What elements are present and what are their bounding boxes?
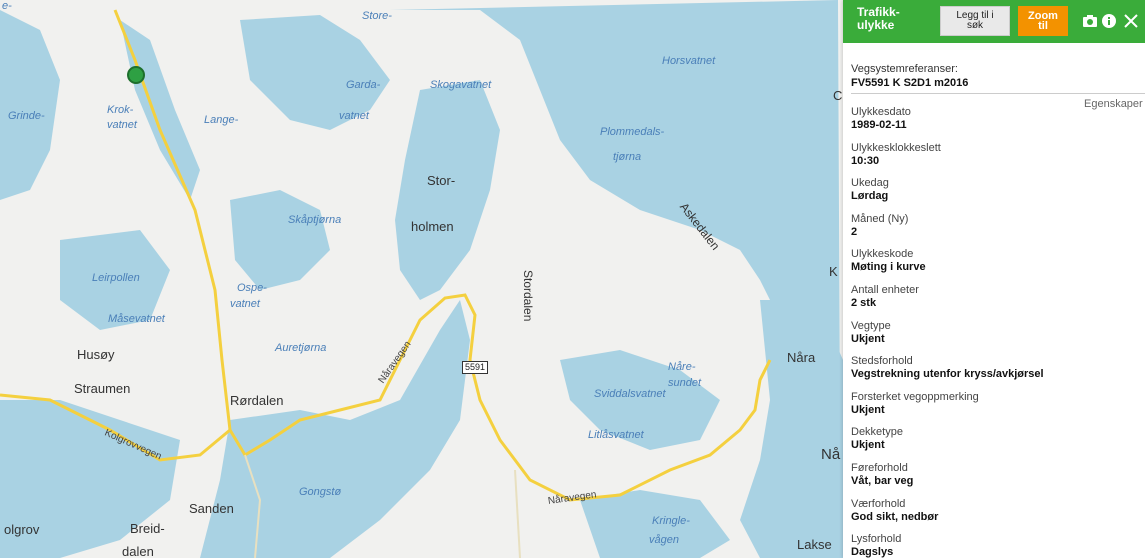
water-label: Sviddalsvatnet	[594, 388, 666, 400]
divider	[851, 93, 1145, 94]
vegsystem-label: Vegsystemreferanser:	[851, 63, 958, 75]
water-label: Plommedals-	[600, 126, 665, 138]
property-value: Lørdag	[851, 190, 889, 203]
place-label: Breid-	[130, 521, 165, 536]
camera-icon[interactable]	[1081, 12, 1099, 30]
water-label: Gongstø	[299, 486, 342, 498]
feature-panel: Trafikk- ulykke Legg til i søk Zoom til …	[843, 0, 1145, 558]
water-label: Ospe-	[237, 282, 267, 294]
water-label: Måsevatnet	[108, 313, 165, 325]
property-value: Vegstrekning utenfor kryss/avkjørsel	[851, 368, 1044, 381]
property-value: Ukjent	[851, 403, 885, 416]
property-value: 2	[851, 225, 858, 238]
property-key: Værforhold	[851, 497, 906, 510]
tab-properties[interactable]: Egenskaper	[1084, 98, 1143, 110]
water-label: vatnet	[107, 119, 137, 131]
property-value: Ukjent	[851, 439, 885, 452]
property-key: Forsterket vegoppmerking	[851, 390, 979, 403]
property-key: Ulykkesdato	[851, 106, 911, 118]
place-label: Husøy	[77, 347, 115, 362]
place-label: dalen	[122, 544, 154, 558]
place-label: Rørdalen	[230, 393, 284, 408]
property-key: Føreforhold	[851, 461, 908, 474]
water-label: Leirpollen	[92, 272, 140, 284]
place-label: Lakse	[797, 537, 832, 552]
panel-header: Trafikk- ulykke Legg til i søk Zoom til	[843, 0, 1145, 43]
vegsystem-reference: Vegsystemreferanser: FV5591 K S2D1 m2016	[851, 63, 968, 89]
property-value: Våt, bar veg	[851, 474, 914, 487]
water-label: Grinde-	[8, 110, 45, 122]
panel-title: Trafikk- ulykke	[857, 5, 900, 32]
place-label: C	[833, 88, 843, 103]
accident-marker[interactable]	[127, 66, 145, 84]
property-value: God sikt, nedbør	[851, 510, 939, 523]
road-number-shield: 5591	[462, 361, 489, 374]
property-key: Dekketype	[851, 426, 903, 439]
property-key: Stedsforhold	[851, 355, 913, 368]
place-label: holmen	[411, 219, 454, 234]
place-label: K	[829, 264, 838, 279]
water-label: Garda-	[346, 79, 381, 91]
place-label: Stordalen	[521, 270, 535, 322]
property-value: Ukjent	[851, 332, 885, 345]
place-label: Straumen	[74, 381, 131, 396]
water-label: e-	[2, 0, 12, 12]
water-label: vatnet	[339, 110, 369, 122]
property-key: Ukedag	[851, 177, 889, 190]
close-icon[interactable]	[1122, 12, 1140, 30]
add-to-search-button[interactable]: Legg til i søk	[940, 6, 1010, 36]
water-label: Skogavatnet	[430, 79, 492, 91]
zoom-to-button[interactable]: Zoom til	[1018, 6, 1068, 36]
property-value: 10:30	[851, 154, 880, 167]
property-key: Ulykkesklokkeslett	[851, 141, 941, 154]
place-label: Nå	[821, 446, 841, 463]
property-key: Ulykkeskode	[851, 248, 914, 261]
water-label: Horsvatnet	[662, 55, 716, 67]
water-label: Krok-	[107, 104, 134, 116]
water-label: vågen	[649, 534, 679, 546]
info-icon[interactable]	[1100, 12, 1118, 30]
water-label: Kringle-	[652, 515, 690, 527]
vegsystem-value[interactable]: FV5591 K S2D1 m2016	[851, 77, 969, 89]
water-label: Litlåsvatnet	[588, 429, 644, 441]
property-value: 2 stk	[851, 296, 877, 309]
property-value: 1989-02-11	[851, 119, 907, 131]
water-label: Store-	[362, 10, 392, 22]
property-key: Lysforhold	[851, 533, 902, 546]
water-label: Nåre-	[668, 361, 696, 373]
place-label: Sanden	[189, 501, 234, 516]
place-label: Nåra	[787, 350, 816, 365]
property-value: Møting i kurve	[851, 261, 926, 274]
water-label: Skåptjørna	[288, 214, 342, 226]
water-label: tjørna	[613, 151, 642, 163]
place-label: olgrov	[4, 522, 40, 537]
water-label: Lange-	[204, 114, 239, 126]
property-key: Antall enheter	[851, 283, 919, 296]
property-key: Måned (Ny)	[851, 212, 909, 225]
property-item: Måned (Ny)2	[851, 213, 1044, 249]
water-label: sundet	[668, 377, 702, 389]
water-label: vatnet	[230, 298, 260, 310]
water-label: Auretjørna	[275, 342, 327, 354]
property-value: Dagslys	[851, 546, 894, 558]
place-label: Stor-	[427, 173, 456, 188]
property-key: Vegtype	[851, 319, 891, 332]
